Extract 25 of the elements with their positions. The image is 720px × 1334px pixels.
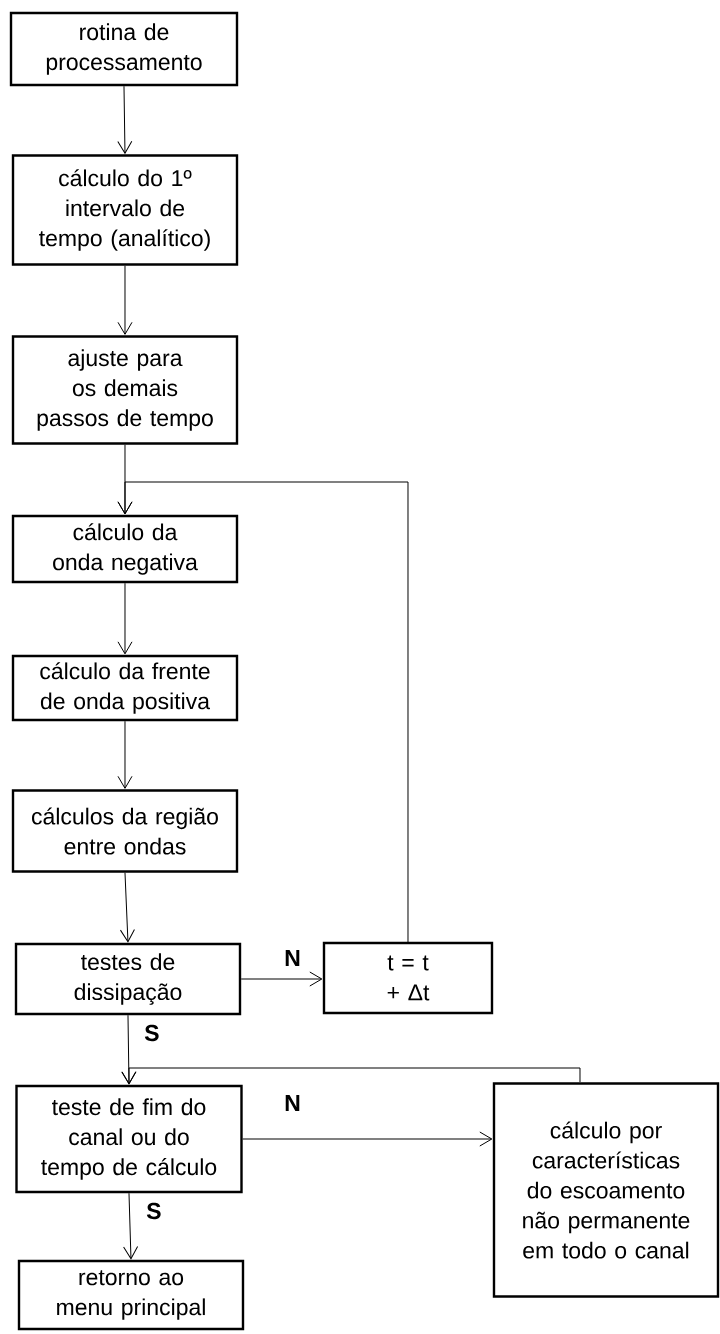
edge-label: S <box>143 1023 161 1043</box>
process-box: cálculo do 1º intervalo de tempo (analítico) <box>11 154 239 266</box>
process-box: t = t + Δt <box>322 941 494 1015</box>
arrow <box>242 1131 493 1147</box>
edge-label: S <box>145 1201 163 1221</box>
arrow <box>123 1192 139 1260</box>
process-box: rotina de processamento <box>9 11 239 87</box>
process-box: cálculo da frente de onda positiva <box>11 654 239 722</box>
process-box: retorno ao menu principal <box>17 1259 245 1331</box>
process-box: cálculos da região entre ondas <box>11 789 239 873</box>
arrow <box>117 720 133 789</box>
process-box: cálculo da onda negativa <box>11 514 239 584</box>
arrow <box>240 971 323 987</box>
process-box: ajuste para os demais passos de tempo <box>11 335 239 445</box>
arrow <box>121 1067 581 1085</box>
edge-label: N <box>283 949 302 967</box>
process-box: teste de fim do canal ou do tempo de cálculo <box>15 1084 243 1194</box>
process-box: cálculo por características do escoamento não permanente em todo o canal <box>492 1082 720 1298</box>
arrow <box>117 85 133 154</box>
edge-label: N <box>283 1094 302 1112</box>
arrow <box>117 481 409 943</box>
arrow <box>119 872 135 943</box>
arrow <box>117 265 133 335</box>
process-box: testes de dissipação <box>14 942 242 1016</box>
arrow <box>117 582 133 655</box>
